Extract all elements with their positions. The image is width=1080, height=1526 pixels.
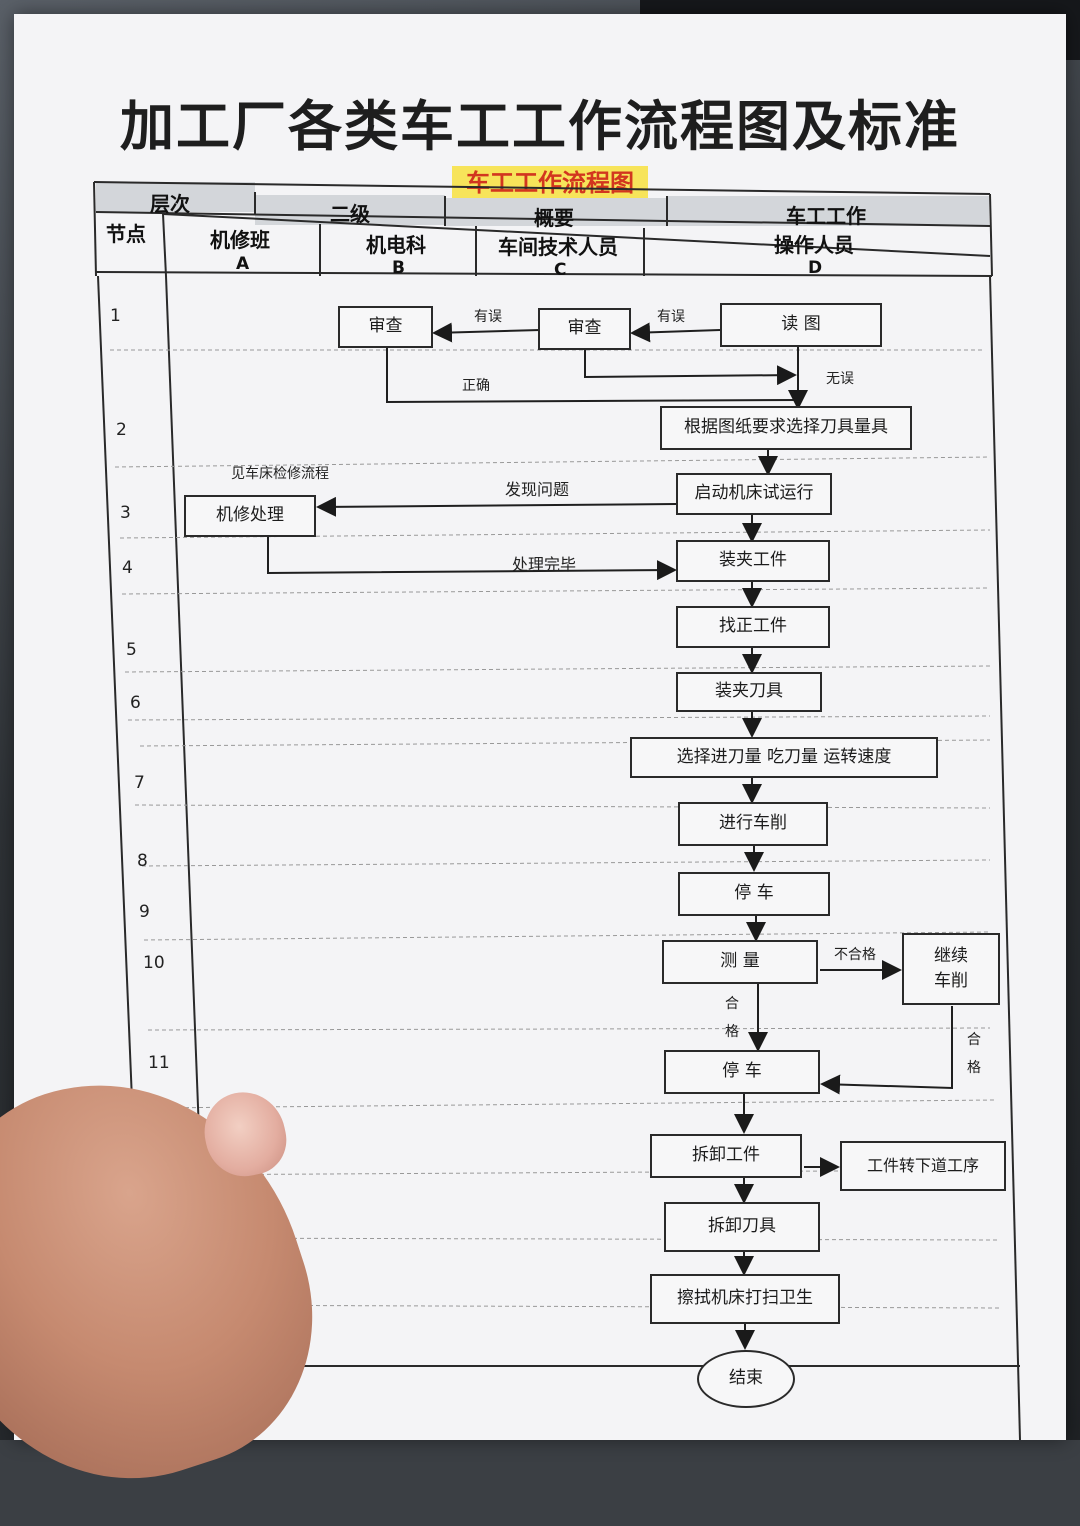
continue-turning-line1: 继续: [934, 945, 968, 966]
select-parameters-box: 选择进刀量 吃刀量 运转速度: [630, 737, 938, 778]
test-run-box: 启动机床试运行: [676, 473, 832, 515]
label-qualified-a: 合: [725, 996, 739, 1012]
transfer-next-process-box: 工件转下道工序: [840, 1141, 1006, 1191]
label-correct: 正确: [462, 378, 490, 394]
column-d-code: D: [808, 258, 823, 278]
label-not-qualified: 不合格: [834, 947, 876, 963]
column-c-name: 车间技术人员: [498, 235, 618, 259]
document-subtitle: 车工工作流程图: [452, 166, 648, 200]
label-error-a: 有误: [474, 309, 502, 325]
header-lathe-work: 车工工作: [786, 204, 866, 228]
header-band-layer: [96, 182, 255, 212]
node-number: 11: [148, 1053, 170, 1073]
document-title: 加工厂各类车工工作流程图及标准: [120, 94, 960, 158]
select-tools-box: 根据图纸要求选择刀具量具: [660, 406, 912, 450]
align-workpiece-box: 找正工件: [676, 606, 830, 648]
header-node: 节点: [106, 222, 146, 246]
label-see-repair-flow: 见车床检修流程: [231, 466, 329, 482]
clean-machine-box: 擦拭机床打扫卫生: [650, 1274, 840, 1324]
unload-tool-box: 拆卸刀具: [664, 1202, 820, 1252]
column-a-name: 机修班: [210, 228, 270, 252]
header-level: 层次: [150, 192, 190, 216]
measure-box: 测 量: [662, 940, 818, 984]
node-number: 3: [120, 503, 131, 523]
continue-turning-line2: 车削: [934, 971, 968, 991]
label-qualified-d: 格: [967, 1060, 981, 1076]
label-no-error: 无误: [826, 371, 854, 387]
header-overview: 概要: [534, 206, 574, 230]
turning-box: 进行车削: [678, 802, 828, 846]
stop-box-2: 停 车: [664, 1050, 820, 1094]
column-d-name: 操作人员: [774, 233, 854, 257]
node-number: 9: [139, 902, 150, 922]
stop-box-1: 停 车: [678, 872, 830, 916]
label-found-problem: 发现问题: [505, 480, 570, 499]
label-done: 处理完毕: [512, 555, 577, 574]
clamp-tool-box: 装夹刀具: [676, 672, 822, 712]
label-qualified-c: 合: [967, 1032, 981, 1048]
column-c-code: C: [554, 260, 567, 280]
node-number: 2: [116, 420, 127, 440]
label-error-c: 有误: [657, 309, 685, 325]
node-number: 10: [143, 953, 165, 973]
clamp-workpiece-box: 装夹工件: [676, 540, 830, 582]
node-number: 7: [134, 773, 145, 793]
repair-box: 机修处理: [184, 495, 316, 537]
node-number: 1: [110, 306, 121, 326]
header-second-level: 二级: [330, 202, 370, 226]
column-a-code: A: [236, 254, 250, 274]
node-number: 4: [122, 558, 133, 578]
unload-workpiece-box: 拆卸工件: [650, 1134, 802, 1178]
node-number: 5: [126, 640, 137, 660]
column-b-code: B: [392, 258, 405, 278]
node-number: 8: [137, 851, 148, 871]
node-number: 6: [130, 693, 141, 713]
review-box-a: 审查: [338, 306, 433, 348]
review-box-c: 审查: [538, 308, 631, 350]
end-terminal: 结束: [697, 1350, 795, 1408]
column-b-name: 机电科: [366, 233, 426, 257]
read-drawing-box: 读 图: [720, 303, 882, 347]
continue-turning-box: 继续 车削: [902, 933, 1000, 1005]
label-qualified-b: 格: [725, 1024, 739, 1040]
